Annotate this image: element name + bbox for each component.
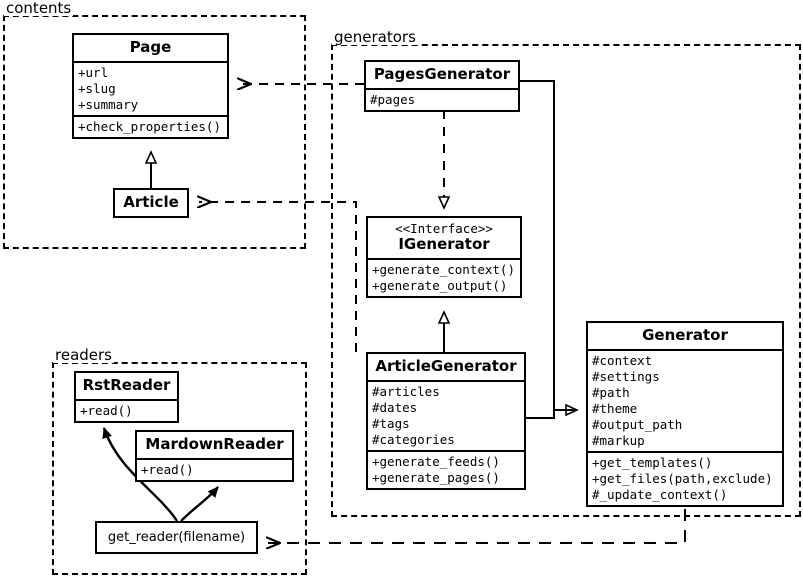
package-generators-label: generators	[332, 28, 418, 46]
attribute: #theme	[592, 401, 638, 416]
attribute: #markup	[592, 433, 645, 448]
operation: +generate_pages()	[372, 470, 500, 485]
class-generator-operations: +get_templates() +get_files(path,exclude…	[588, 451, 782, 505]
class-pagesgenerator[interactable]: PagesGenerator #pages	[364, 60, 520, 112]
attribute: #pages	[370, 92, 416, 107]
attribute: #path	[592, 385, 630, 400]
class-pagesgenerator-attributes: #pages	[366, 88, 518, 110]
operation: #_update_context()	[592, 487, 728, 502]
class-generator-attributes: #context #settings #path #theme #output_…	[588, 349, 782, 451]
class-igenerator-stereotype: <<Interface>>	[395, 221, 493, 236]
class-rstreader-operations: +read()	[76, 399, 177, 421]
class-article[interactable]: Article	[113, 188, 189, 218]
operation: +generate_feeds()	[372, 454, 500, 469]
attribute: #dates	[372, 400, 418, 415]
class-page-attributes: +url +slug +summary	[74, 61, 227, 115]
class-page-operations: +check_properties()	[74, 115, 227, 137]
class-articlegenerator-title: ArticleGenerator	[375, 357, 517, 375]
operation: +read()	[141, 462, 194, 477]
package-contents-label: contents	[4, 0, 74, 17]
package-contents	[3, 15, 306, 249]
class-igenerator-operations: +generate_context() +generate_output()	[368, 258, 520, 296]
class-page[interactable]: Page +url +slug +summary +check_properti…	[72, 33, 229, 139]
function-get-reader[interactable]: get_reader(filename)	[95, 521, 258, 554]
class-rstreader[interactable]: RstReader +read()	[74, 371, 179, 423]
operation: +generate_context()	[372, 262, 515, 277]
operation: +read()	[80, 403, 133, 418]
attribute: #tags	[372, 416, 410, 431]
attribute: #articles	[372, 384, 440, 399]
class-generator[interactable]: Generator #context #settings #path #them…	[586, 321, 784, 507]
package-readers-label: readers	[53, 346, 114, 364]
class-mardownreader-operations: +read()	[137, 458, 292, 480]
attribute: #context	[592, 353, 653, 368]
class-mardownreader[interactable]: MardownReader +read()	[135, 430, 294, 482]
package-readers	[52, 362, 307, 575]
operation: +get_templates()	[592, 455, 713, 470]
class-page-title: Page	[129, 38, 172, 56]
attribute: #settings	[592, 369, 660, 384]
function-get-reader-label: get_reader(filename)	[107, 530, 246, 545]
operation: +check_properties()	[78, 119, 221, 134]
attribute: +summary	[78, 97, 139, 112]
class-mardownreader-title: MardownReader	[145, 435, 284, 453]
attribute: #categories	[372, 432, 455, 447]
operation: +generate_output()	[372, 278, 508, 293]
operation: +get_files(path,exclude)	[592, 471, 773, 486]
class-igenerator-title: IGenerator	[398, 235, 490, 253]
class-rstreader-title: RstReader	[82, 376, 171, 394]
attribute: +slug	[78, 81, 116, 96]
class-articlegenerator-operations: +generate_feeds() +generate_pages()	[368, 450, 524, 488]
class-articlegenerator[interactable]: ArticleGenerator #articles #dates #tags …	[366, 352, 526, 490]
class-generator-title: Generator	[642, 326, 728, 344]
class-articlegenerator-attributes: #articles #dates #tags #categories	[368, 380, 524, 450]
attribute: #output_path	[592, 417, 683, 432]
class-igenerator[interactable]: <<Interface>> IGenerator +generate_conte…	[366, 216, 522, 298]
class-article-title: Article	[123, 193, 179, 211]
attribute: +url	[78, 65, 109, 80]
class-pagesgenerator-title: PagesGenerator	[373, 65, 511, 83]
